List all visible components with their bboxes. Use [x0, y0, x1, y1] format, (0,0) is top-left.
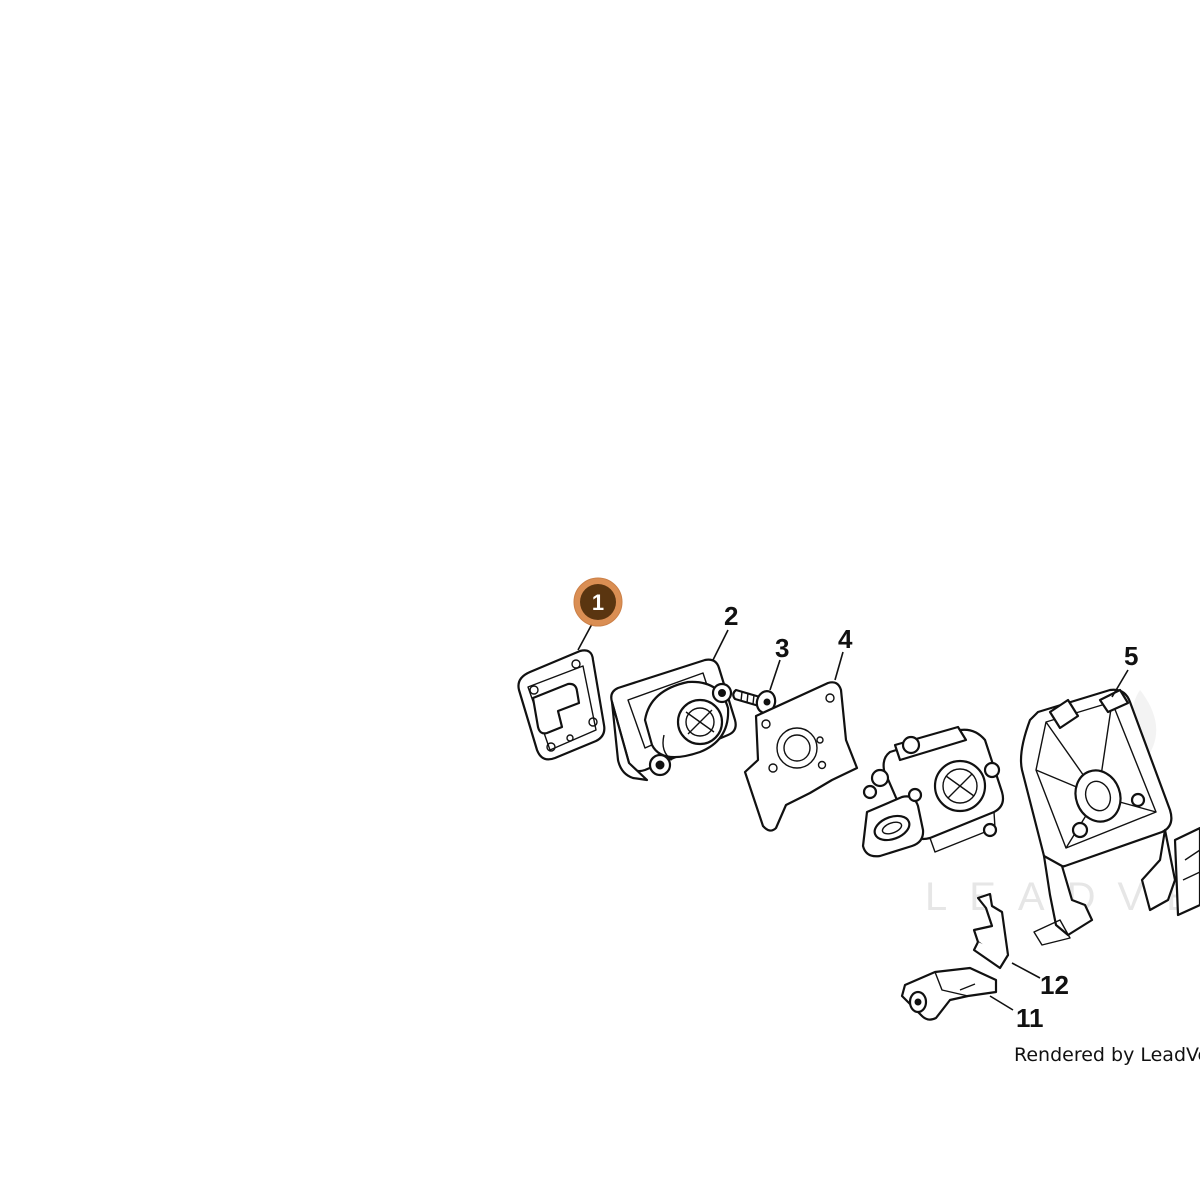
part-12-bracket[interactable]	[972, 892, 1010, 970]
callout-4-label[interactable]: 4	[838, 624, 853, 654]
part-1-intake-gasket[interactable]	[517, 649, 606, 761]
callout-5-label[interactable]: 5	[1124, 641, 1138, 671]
callout-1-badge[interactable]: 1	[573, 577, 623, 627]
part-5-air-filter-holder[interactable]	[1019, 688, 1200, 946]
callout-1-label: 1	[592, 590, 604, 615]
watermark-flame-icon	[1132, 690, 1157, 770]
carburetor[interactable]	[861, 725, 1005, 858]
callout-3-label[interactable]: 3	[775, 633, 789, 663]
part-2-intake-manifold[interactable]	[610, 658, 737, 782]
callout-11-label[interactable]: 11	[1016, 1003, 1044, 1033]
render-credit: Rendered by LeadVentu	[1014, 1044, 1200, 1066]
part-11-throttle-rod[interactable]	[900, 966, 998, 1021]
part-3-screw[interactable]	[732, 688, 777, 715]
callout-2-label[interactable]: 2	[724, 601, 738, 631]
part-4-carburetor-gasket[interactable]	[743, 681, 859, 832]
leader-lines	[577, 623, 1129, 1011]
callout-12-label[interactable]: 12	[1040, 970, 1069, 1000]
